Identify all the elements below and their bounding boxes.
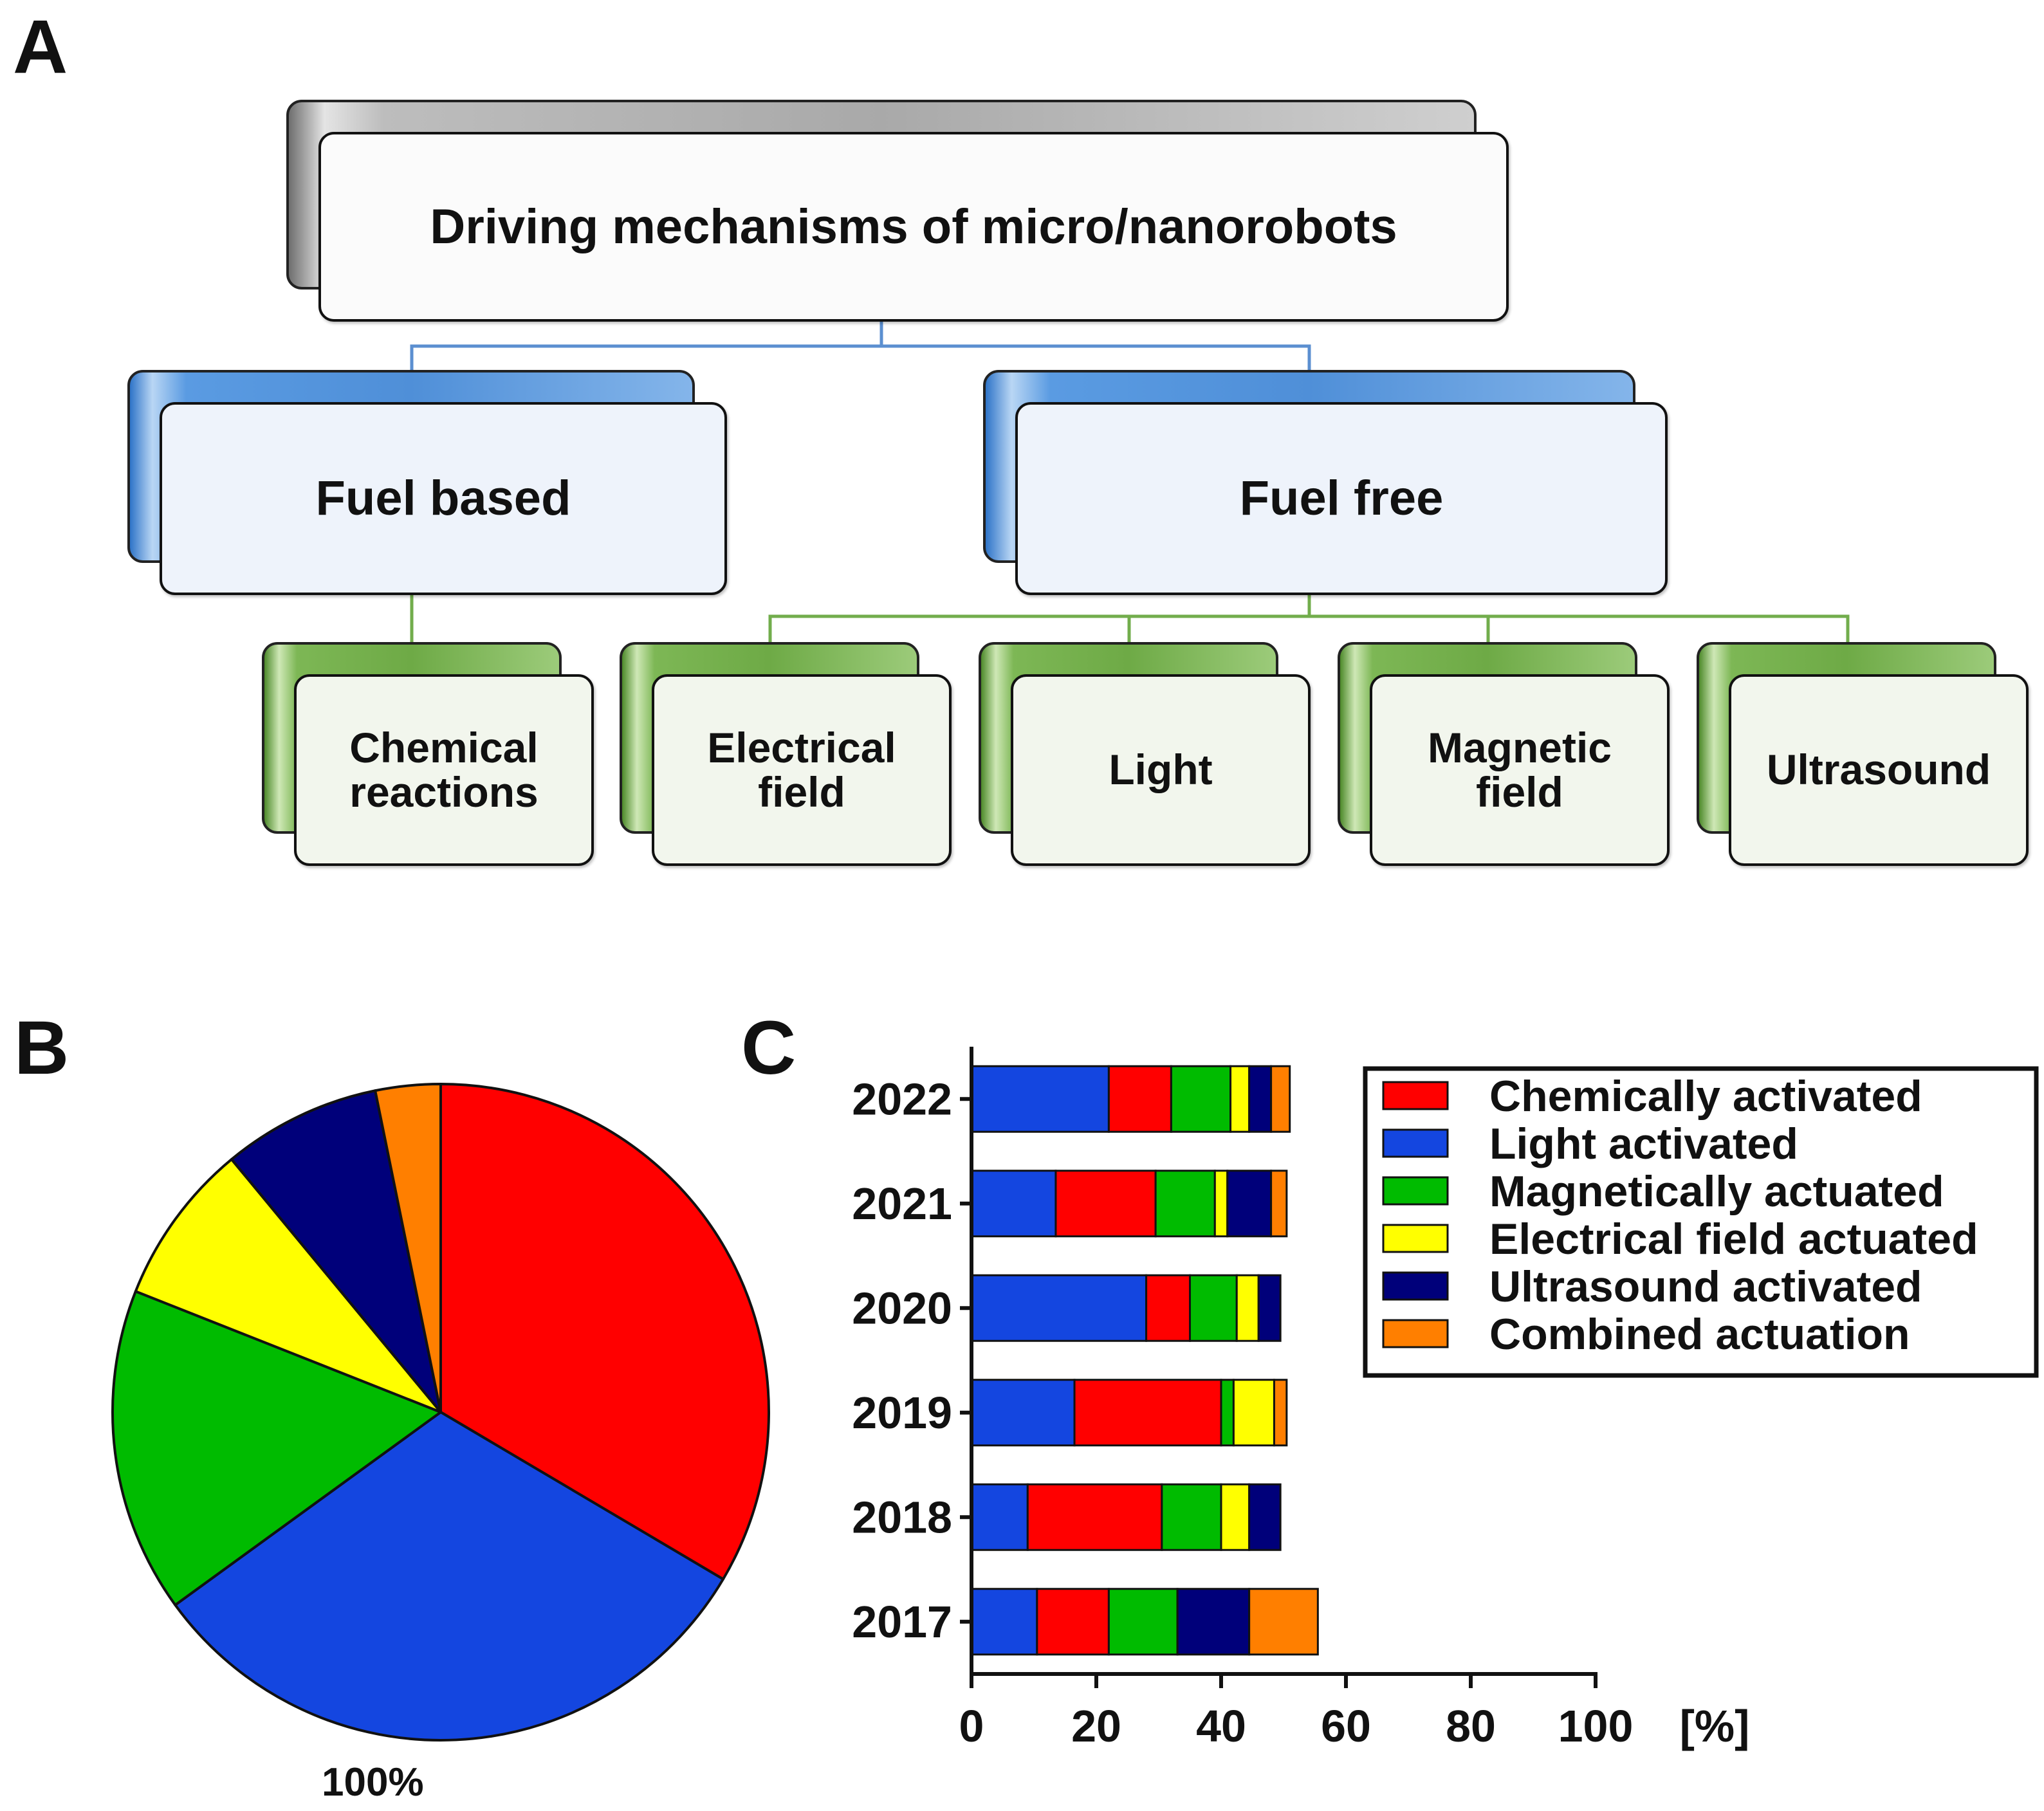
bar-2020-electrical-field-actuated	[1235, 1274, 1260, 1342]
pie-total-label: 100%	[322, 1760, 424, 1805]
x-tick-label-100: 100	[1558, 1701, 1634, 1751]
bar-2021-light-activated	[970, 1170, 1057, 1238]
node-root: Driving mechanisms of micro/nanorobots	[286, 100, 1509, 322]
panel-letter-a: A	[13, 5, 68, 89]
node-electrical-line-1: Electrical	[707, 723, 896, 771]
pie-slice-5	[230, 1089, 442, 1413]
legend-label-light-activated: Light activated	[1489, 1119, 1798, 1168]
legend-swatch-magnetically-actuated	[1382, 1176, 1449, 1206]
node-light: Light	[979, 642, 1311, 866]
bar-2019-magnetically-actuated	[1220, 1379, 1235, 1447]
pie-slice-6	[374, 1083, 442, 1413]
bar-2021-magnetically-actuated	[1154, 1170, 1216, 1238]
legend-label-chemically-activated: Chemically activated	[1489, 1072, 1922, 1121]
pie-slice-4	[134, 1158, 442, 1413]
node-ultrasound-label: Ultrasound	[1729, 674, 2029, 866]
bar-2018-electrical-field-actuated	[1220, 1483, 1251, 1551]
panel-letter-c: C	[741, 1006, 796, 1090]
bar-2022-electrical-field-actuated	[1229, 1065, 1251, 1133]
x-axis-unit: [%]	[1680, 1701, 1750, 1751]
bar-2022-chemically-activated	[1107, 1065, 1172, 1133]
node-fuel-based-label: Fuel based	[160, 402, 727, 595]
y-tick-label-2018: 2018	[852, 1492, 952, 1542]
y-tick-label-2022: 2022	[852, 1074, 952, 1124]
bar-2021-chemically-activated	[1054, 1170, 1157, 1238]
bar-2021-combined-actuation	[1270, 1170, 1288, 1238]
connector-fuel-free-electrical	[768, 595, 1311, 650]
bar-2021-ultrasound-activated	[1226, 1170, 1273, 1238]
x-tick-label-60: 60	[1321, 1701, 1371, 1751]
bar-2018-light-activated	[970, 1483, 1029, 1551]
node-ultrasound-line-1: Ultrasound	[1766, 746, 1991, 794]
bar-2022-light-activated	[970, 1065, 1110, 1133]
x-tick-label-20: 20	[1071, 1701, 1121, 1751]
bar-2022-ultrasound-activated	[1248, 1065, 1273, 1133]
y-tick-label-2017: 2017	[852, 1597, 952, 1647]
node-root-label: Driving mechanisms of micro/nanorobots	[318, 132, 1509, 322]
node-magnetic-line-2: field	[1476, 768, 1563, 816]
bar-2018-chemically-activated	[1026, 1483, 1163, 1551]
bar-2022-magnetically-actuated	[1170, 1065, 1232, 1133]
bar-2019-electrical-field-actuated	[1232, 1379, 1275, 1447]
node-magnetic-line-1: Magnetic	[1427, 723, 1612, 771]
legend-label-magnetically-actuated: Magnetically actuated	[1489, 1167, 1944, 1216]
legend-swatch-light-activated	[1382, 1128, 1449, 1158]
y-tick-label-2021: 2021	[852, 1179, 952, 1229]
pie-slice-3	[111, 1290, 442, 1606]
bar-2019-chemically-activated	[1073, 1379, 1222, 1447]
legend-frame	[1363, 1066, 2039, 1378]
bar-2020-magnetically-actuated	[1189, 1274, 1238, 1342]
bar-2017-chemically-activated	[1036, 1588, 1110, 1656]
legend-swatch-electrical-field-actuated	[1382, 1224, 1449, 1253]
bar-2021-electrical-field-actuated	[1213, 1170, 1229, 1238]
node-fuel-free-label: Fuel free	[1015, 402, 1668, 595]
legend-swatch-ultrasound-activated	[1382, 1271, 1449, 1301]
node-light-label: Light	[1011, 674, 1311, 866]
legend-swatch-chemically-activated	[1382, 1081, 1449, 1110]
bar-2020-light-activated	[970, 1274, 1148, 1342]
bar-2019-light-activated	[970, 1379, 1076, 1447]
legend-label-combined-actuation: Combined actuation	[1489, 1310, 1910, 1359]
node-chemical-line-2: reactions	[349, 768, 539, 816]
bar-2017-magnetically-actuated	[1107, 1588, 1179, 1656]
x-tick-label-40: 40	[1196, 1701, 1246, 1751]
legend-label-ultrasound-activated: Ultrasound activated	[1489, 1262, 1922, 1311]
node-chemical-line-1: Chemical	[349, 723, 539, 771]
stacked-bar-chart: 2017 2018 2019 2020 2021 2022 0 20 40 60 80 100 [%] C…	[852, 1047, 2039, 1751]
y-tick-label-2019: 2019	[852, 1388, 952, 1438]
bar-2022-combined-actuation	[1270, 1065, 1291, 1133]
bar-2020-ultrasound-activated	[1257, 1274, 1282, 1342]
legend-swatch-combined-actuation	[1382, 1319, 1449, 1348]
node-ultrasound: Ultrasound	[1697, 642, 2029, 866]
node-electrical-line-2: field	[758, 768, 845, 816]
bar-2018-magnetically-actuated	[1161, 1483, 1222, 1551]
bar-2018-ultrasound-activated	[1248, 1483, 1282, 1551]
y-tick-label-2020: 2020	[852, 1283, 952, 1333]
bar-2017-ultrasound-activated	[1176, 1588, 1251, 1656]
pie-slice-1	[439, 1083, 770, 1581]
pie-chart	[111, 1083, 770, 1742]
connector-root-fuel-based	[410, 322, 883, 386]
bar-2017-combined-actuation	[1248, 1588, 1319, 1656]
node-fuel-free: Fuel free	[983, 370, 1668, 595]
bar-2019-combined-actuation	[1273, 1379, 1288, 1447]
x-tick-label-80: 80	[1446, 1701, 1496, 1751]
legend-label-electrical-field-actuated: Electrical field actuated	[1489, 1215, 1978, 1264]
bar-2020-chemically-activated	[1145, 1274, 1191, 1342]
bar-2017-light-activated	[970, 1588, 1038, 1656]
x-tick-label-0: 0	[959, 1701, 984, 1751]
hierarchy-connectors	[410, 322, 1850, 650]
panel-letter-b: B	[14, 1006, 69, 1090]
node-fuel-based: Fuel based	[127, 370, 727, 595]
pie-slice-2	[174, 1411, 724, 1742]
connector-fuel-free-ultrasound	[1309, 614, 1850, 650]
node-light-line-1: Light	[1109, 746, 1213, 794]
